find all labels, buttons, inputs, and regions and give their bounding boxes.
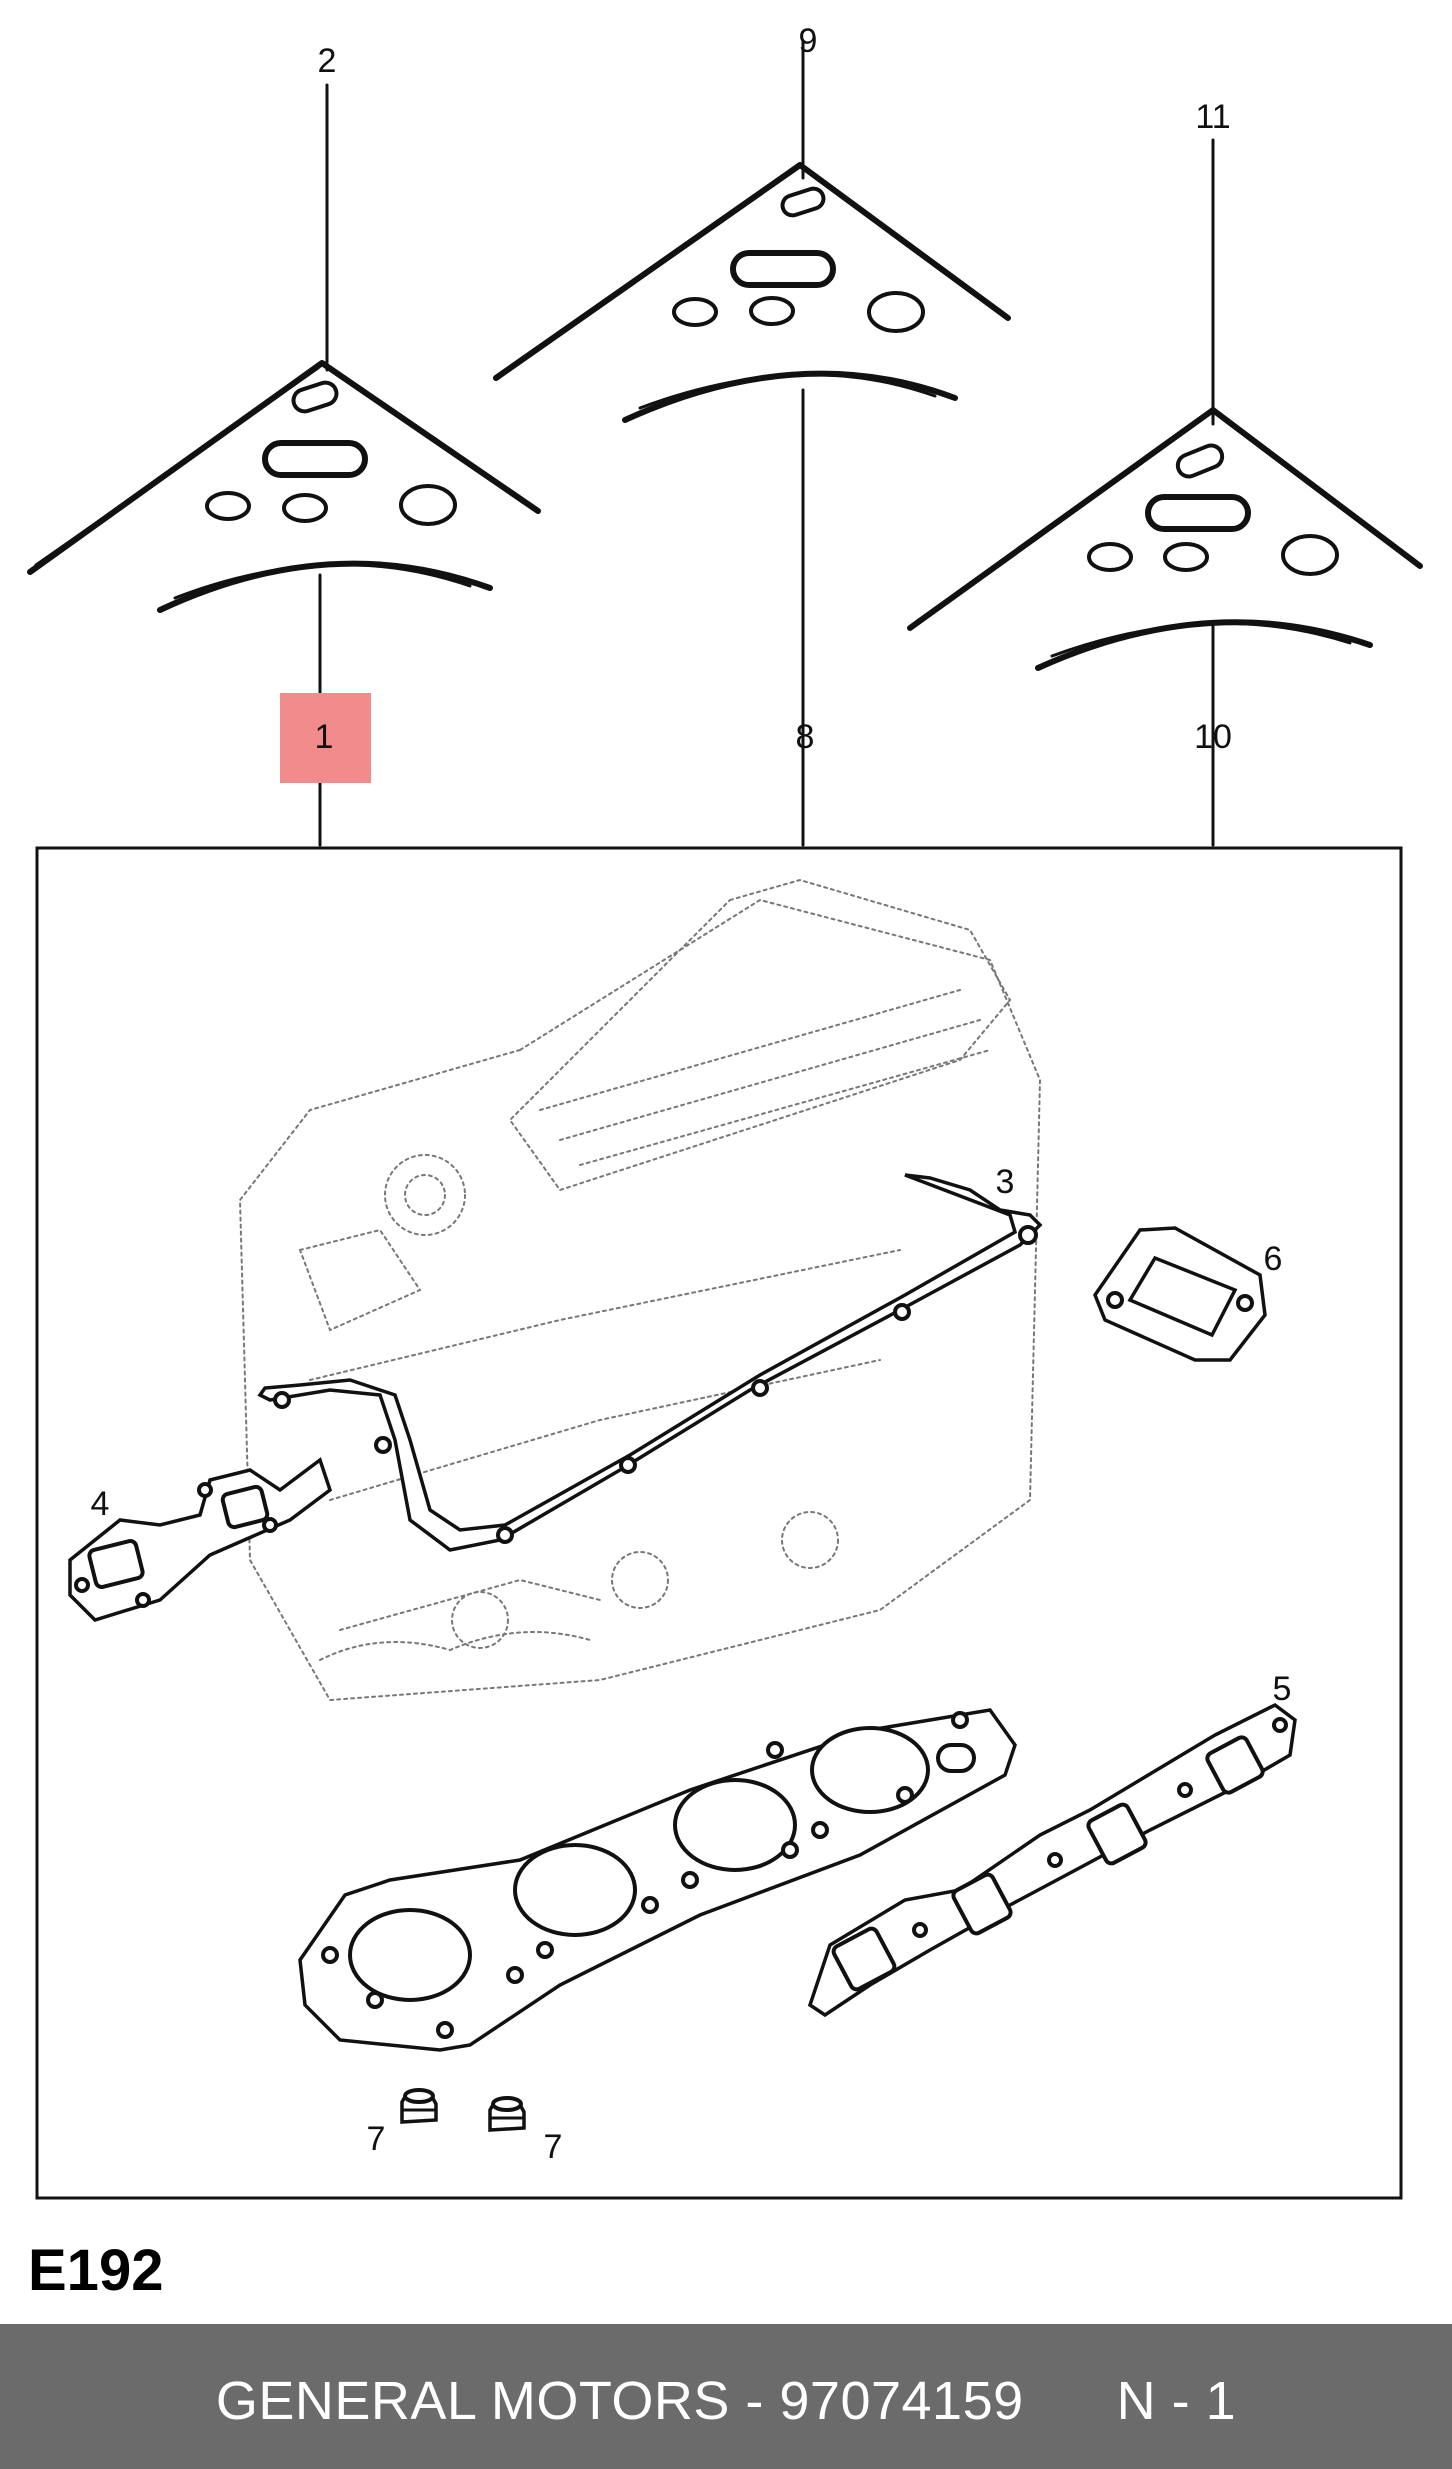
- valve-stem-seal-right: [488, 2096, 526, 2132]
- footer-bar: GENERAL MOTORS - 97074159 N - 1: [0, 2324, 1452, 2469]
- engine-block-outline: [238, 878, 1042, 1702]
- cylinder-head-gasket: [298, 1708, 1017, 2052]
- callout-2: 2: [318, 42, 337, 80]
- footer-label: GENERAL MOTORS - 97074159 N - 1: [215, 2371, 1237, 2431]
- callout-labels: 2 9 11 1 8 10 3 6 4 5 7 7: [91, 22, 1292, 2166]
- assembly-frame: [35, 846, 1403, 2200]
- head-gasket-detail-left: [27, 360, 541, 613]
- rocker-cover-gasket: [257, 1173, 1043, 1552]
- callout-7-left: 7: [367, 2120, 386, 2158]
- callout-4: 4: [91, 1485, 110, 1523]
- thermostat-gasket: [1093, 1226, 1267, 1362]
- head-gasket-detail-center: [493, 162, 1011, 423]
- callout-1-highlight: [280, 693, 371, 783]
- callout-1: 1: [315, 718, 334, 756]
- head-gasket-detail-right: [907, 407, 1423, 671]
- diagram-code: E192: [28, 2238, 163, 2303]
- callout-7-right: 7: [544, 2128, 563, 2166]
- callout-9: 9: [799, 22, 818, 60]
- callout-11: 11: [1195, 98, 1230, 136]
- callout-8: 8: [796, 718, 815, 756]
- callout-6: 6: [1264, 1240, 1283, 1278]
- callout-5: 5: [1273, 1670, 1292, 1708]
- exhaust-manifold-gasket: [807, 1702, 1297, 2018]
- inlet-manifold-gasket: [68, 1457, 333, 1622]
- callout-10: 10: [1194, 718, 1232, 756]
- callout-3: 3: [996, 1163, 1015, 1201]
- valve-stem-seal-left: [400, 2088, 438, 2124]
- leader-lines: [318, 40, 1215, 847]
